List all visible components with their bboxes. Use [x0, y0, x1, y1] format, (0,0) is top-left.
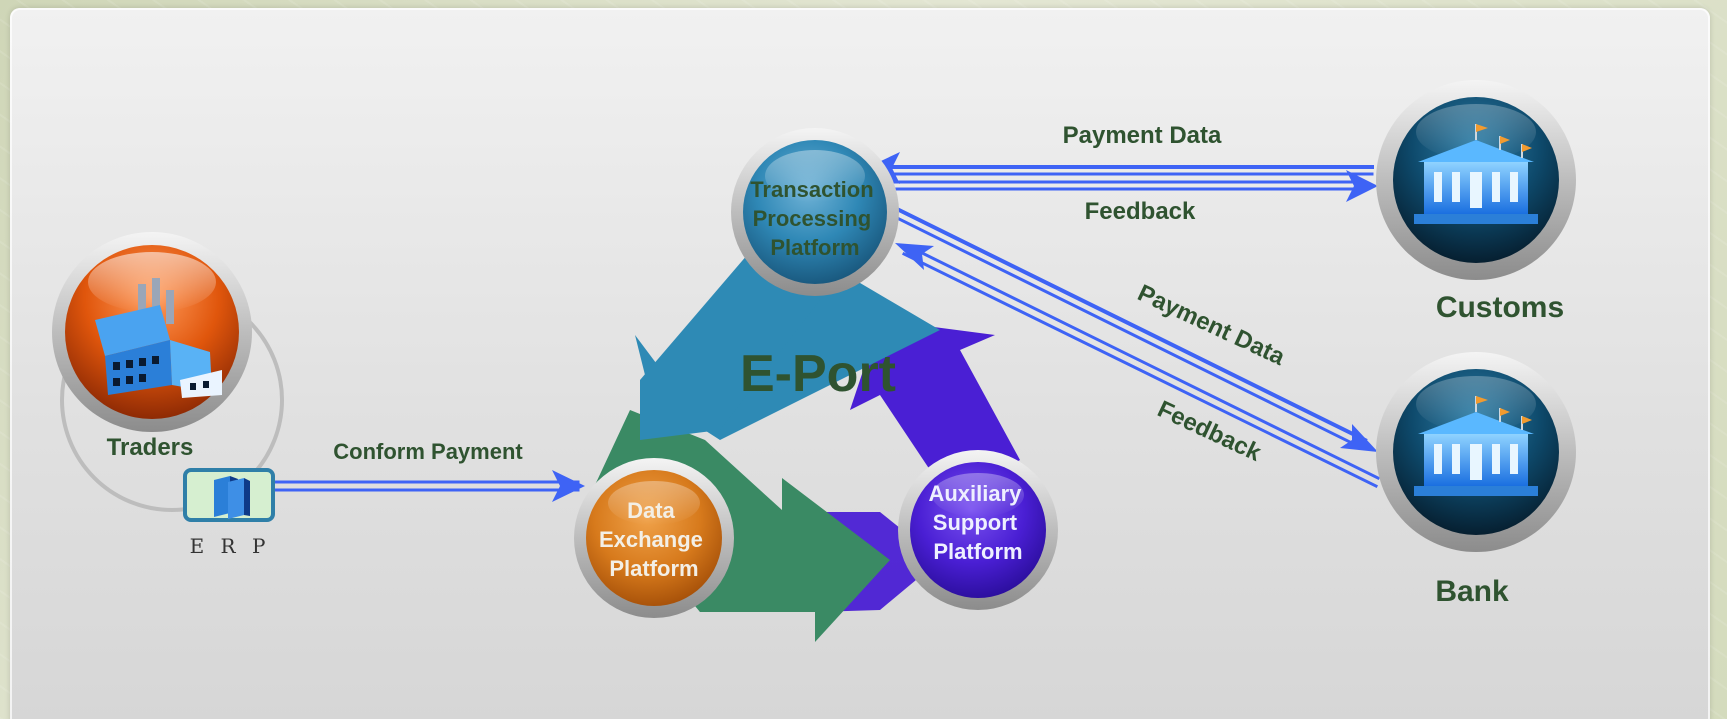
- bank-node: Bank: [1376, 352, 1576, 608]
- customs-node: Customs: [1376, 80, 1576, 324]
- bank-label: Bank: [1435, 575, 1509, 608]
- traders-node: Traders: [52, 232, 284, 512]
- transaction-label-line1: Transaction: [750, 177, 873, 202]
- auxiliary-label-line1: Auxiliary: [928, 481, 1022, 506]
- factory-icon: [95, 278, 222, 398]
- erp-node: E R P: [183, 468, 275, 558]
- svg-text:Data Exchange: Data Exchange Platform: [599, 498, 709, 581]
- customs-label: Customs: [1436, 291, 1564, 324]
- data-exchange-label-line2: Exchange: [599, 527, 703, 552]
- auxiliary-label-line2: Support: [933, 510, 1018, 535]
- cycle-arrow-green-head: [660, 478, 890, 642]
- auxiliary-label-line3: Platform: [933, 539, 1022, 564]
- building-icon: [1414, 124, 1538, 224]
- erp-label: E R P: [190, 534, 271, 558]
- customs-payment-data-label: Payment Data: [1063, 122, 1222, 149]
- data-exchange-platform-node: Data Exchange Platform: [574, 458, 734, 618]
- transaction-label-line3: Platform: [770, 235, 859, 260]
- transaction-label-line2: Processing: [753, 206, 872, 231]
- eport-title: E-Port: [740, 345, 896, 403]
- data-exchange-label-line1: Data: [627, 498, 675, 523]
- bank-payment-data-label: Payment Data: [1134, 279, 1290, 371]
- data-exchange-label-line3: Platform: [609, 556, 698, 581]
- conform-payment-label: Conform Payment: [333, 439, 523, 464]
- bank-feedback-label: Feedback: [1153, 396, 1265, 468]
- svg-text:Transaction Processing: Transaction Processing Platform: [750, 177, 880, 260]
- building-icon: [1414, 396, 1538, 496]
- traders-label: Traders: [107, 434, 194, 461]
- svg-text:Auxiliary Support: Auxiliary Support Platform: [928, 481, 1027, 564]
- cycle-arrow-teal-left: [640, 240, 820, 440]
- server-icon: [214, 476, 250, 519]
- flow-arrows: [270, 152, 1381, 502]
- customs-feedback-label: Feedback: [1085, 198, 1196, 225]
- transaction-platform-node: Transaction Processing Platform: [731, 128, 899, 296]
- auxiliary-platform-node: Auxiliary Support Platform: [898, 450, 1058, 610]
